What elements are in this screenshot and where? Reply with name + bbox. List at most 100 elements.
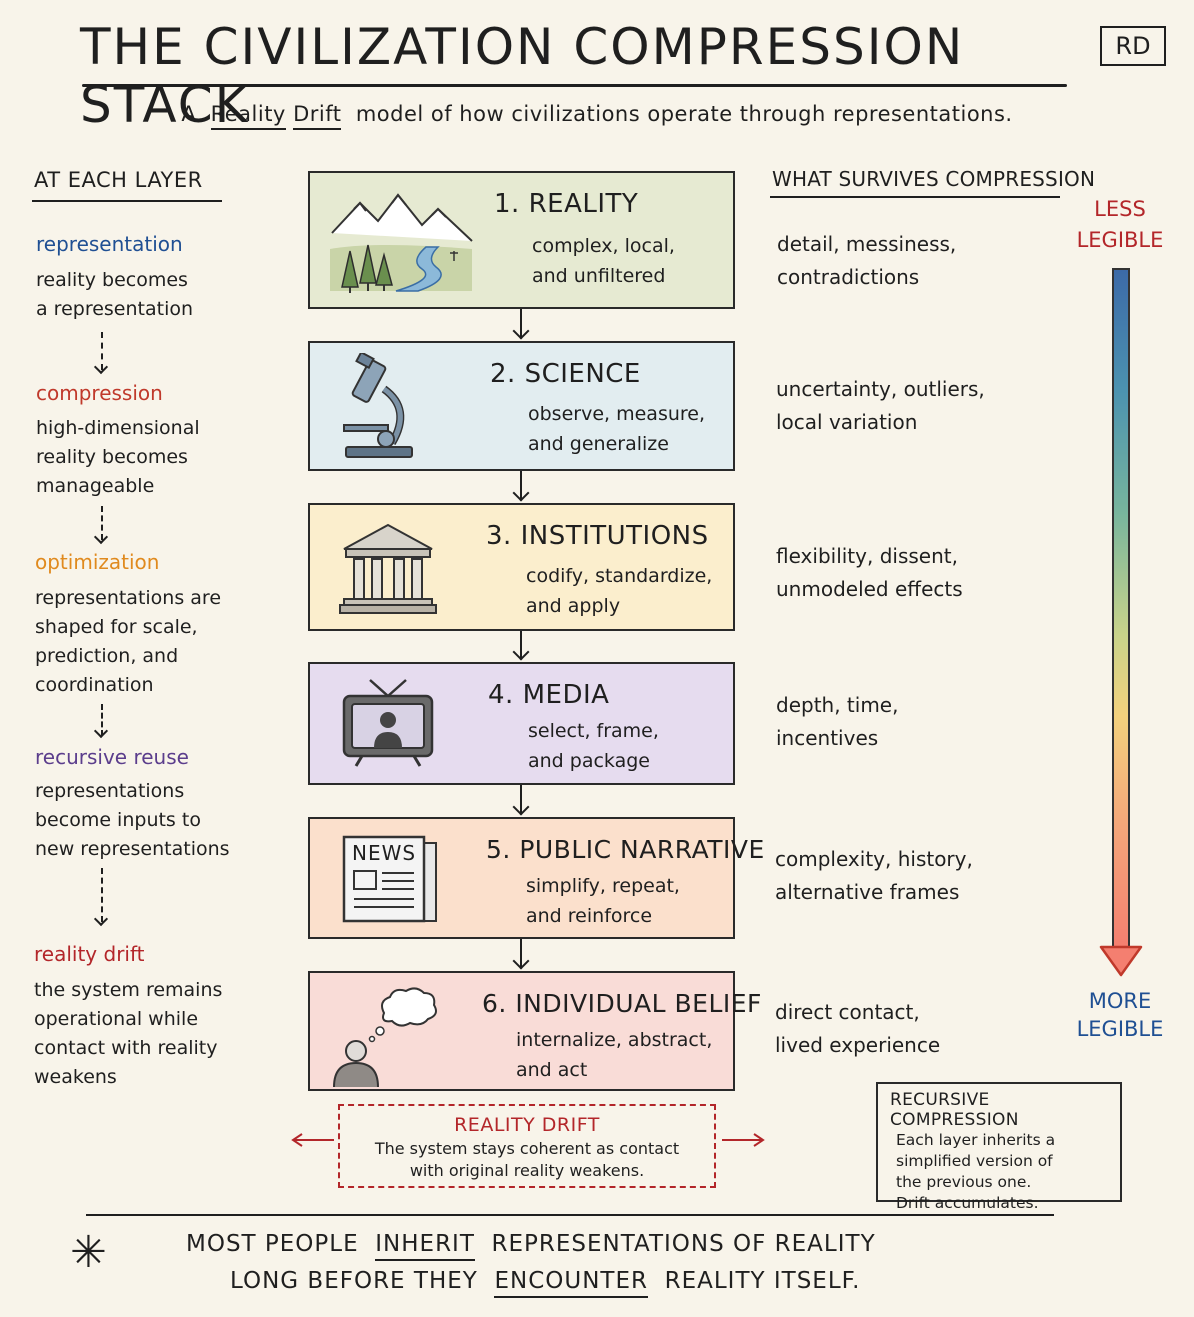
survives-line: contradictions — [777, 265, 920, 289]
survives-line: flexibility, dissent, — [776, 544, 958, 568]
drift-title: REALITY DRIFT — [454, 1114, 600, 1136]
desc-line: internalize, abstract, — [516, 1029, 713, 1051]
rd-badge: RD — [1100, 26, 1166, 66]
layer-name: MEDIA — [522, 680, 610, 710]
arrow-down-icon — [93, 911, 109, 927]
layer-title: 4. MEDIA — [488, 680, 609, 710]
reality-drift-box: REALITY DRIFT The system stays coherent … — [338, 1104, 716, 1188]
survives-line: lived experience — [775, 1033, 941, 1057]
desc-line: contact with reality — [34, 1037, 218, 1059]
arrow-right-icon — [722, 1133, 765, 1147]
layer-number: 5. — [486, 835, 511, 864]
layer-description: simplify, repeat, and reinforce — [526, 871, 680, 931]
desc-line: new representations — [35, 838, 230, 860]
desc-line: become inputs to — [35, 809, 201, 831]
layer-individual-belief: 6. INDIVIDUAL BELIEF internalize, abstra… — [308, 971, 761, 1091]
label-line: LESS — [1094, 197, 1146, 221]
desc-line: and apply — [526, 595, 621, 617]
right-heading-underline — [770, 196, 1060, 198]
dashed-connector — [101, 506, 103, 540]
label-line: MORE — [1088, 989, 1152, 1013]
desc-representation: reality becomes a representation — [36, 266, 193, 324]
arrow-down-icon — [93, 723, 109, 739]
desc-line: and act — [516, 1059, 588, 1081]
layer-connector — [520, 785, 522, 813]
recursive-title: RECURSIVE COMPRESSION — [890, 1090, 1019, 1130]
news-label: NEWS — [352, 841, 417, 865]
arrow-down-icon — [512, 643, 530, 661]
drift-line: The system stays coherent as contact — [374, 1139, 680, 1158]
layer-science: 2. SCIENCE observe, measure, and general… — [308, 341, 735, 471]
survives-institutions: flexibility, dissent, unmodeled effects — [776, 540, 963, 606]
layer-connector — [520, 471, 522, 499]
recursive-line: Drift accumulates. — [896, 1194, 1039, 1212]
dashed-connector — [101, 704, 103, 736]
footer-divider — [86, 1214, 1054, 1216]
layer-number: 2. — [490, 359, 516, 389]
less-legible-label: LESS LEGIBLE — [1070, 194, 1170, 256]
desc-line: and generalize — [528, 433, 669, 455]
layer-number: 6. — [482, 989, 507, 1018]
recursive-text: Each layer inherits a simplified version… — [896, 1130, 1108, 1214]
dashed-connector — [101, 332, 103, 370]
thinking-person-icon — [333, 987, 437, 1087]
desc-line: and reinforce — [526, 905, 653, 927]
layer-connector — [520, 631, 522, 658]
subtitle: A Reality Drift model of how civilizatio… — [0, 102, 1194, 130]
layer-connector — [520, 309, 522, 337]
arrow-down-icon — [512, 322, 530, 340]
layer-title: 1. REALITY — [494, 189, 638, 219]
survives-line: depth, time, — [776, 693, 899, 717]
footer-text: REALITY ITSELF. — [664, 1268, 861, 1294]
layer-connector — [520, 939, 522, 967]
drift-text: The system stays coherent as contact wit… — [340, 1138, 714, 1182]
label-line: LEGIBLE — [1076, 228, 1164, 252]
footer-emphasis: ENCOUNTER — [494, 1268, 648, 1298]
layer-institutions: 3. INSTITUTIONS codify, standardize, and… — [308, 503, 735, 631]
layer-name: INSTITUTIONS — [520, 521, 709, 551]
arrow-down-icon — [512, 484, 530, 502]
desc-line: observe, measure, — [528, 403, 706, 425]
survives-line: local variation — [776, 410, 918, 434]
tv-icon — [342, 679, 434, 767]
footer-emphasis: INHERIT — [375, 1231, 475, 1261]
desc-line: simplify, repeat, — [526, 875, 680, 897]
layer-description: select, frame, and package — [528, 716, 659, 776]
more-legible-label: MORE LEGIBLE — [1070, 987, 1170, 1043]
arrow-down-icon — [93, 359, 109, 375]
layer-name: INDIVIDUAL BELIEF — [515, 989, 762, 1018]
survives-individual-belief: direct contact, lived experience — [775, 996, 940, 1062]
arrow-down-icon — [512, 798, 530, 816]
layer-name: REALITY — [528, 189, 639, 219]
desc-line: and unfiltered — [532, 265, 666, 287]
recursive-line: Each layer inherits a — [896, 1131, 1056, 1149]
desc-compression: high-dimensional reality becomes managea… — [36, 414, 200, 501]
subtitle-reality: Reality — [210, 102, 286, 130]
desc-line: reality becomes — [36, 446, 188, 468]
survives-line: uncertainty, outliers, — [776, 377, 985, 401]
survives-line: detail, messiness, — [777, 232, 957, 256]
footer-line-2: LONG BEFORE THEY ENCOUNTER REALITY ITSEL… — [230, 1268, 861, 1298]
subtitle-post: model of how civilizations operate throu… — [355, 102, 1013, 126]
asterisk-icon: ✳ — [70, 1227, 107, 1278]
footer-text: REPRESENTATIONS OF REALITY — [491, 1231, 876, 1257]
arrow-down-icon — [512, 952, 530, 970]
arrow-left-icon — [291, 1133, 334, 1147]
landscape-icon — [330, 193, 473, 293]
footer-text: LONG BEFORE THEY — [230, 1268, 478, 1294]
layer-reality: 1. REALITY complex, local, and unfiltere… — [308, 171, 735, 309]
layer-media: 4. MEDIA select, frame, and package — [308, 662, 735, 785]
newspaper-icon — [342, 835, 437, 923]
survives-media: depth, time, incentives — [776, 689, 898, 755]
term-recursive-reuse: recursive reuse — [35, 745, 189, 769]
desc-line: reality becomes — [36, 269, 188, 291]
layer-name: SCIENCE — [524, 359, 641, 389]
desc-line: weakens — [34, 1066, 117, 1088]
layer-title: 5. PUBLIC NARRATIVE — [486, 835, 765, 864]
recursive-line: the previous one. — [896, 1173, 1032, 1191]
desc-line: operational while — [34, 1008, 199, 1030]
label-line: LEGIBLE — [1076, 1017, 1164, 1041]
survives-line: alternative frames — [775, 880, 960, 904]
layer-number: 4. — [488, 680, 514, 710]
term-reality-drift: reality drift — [34, 942, 145, 966]
